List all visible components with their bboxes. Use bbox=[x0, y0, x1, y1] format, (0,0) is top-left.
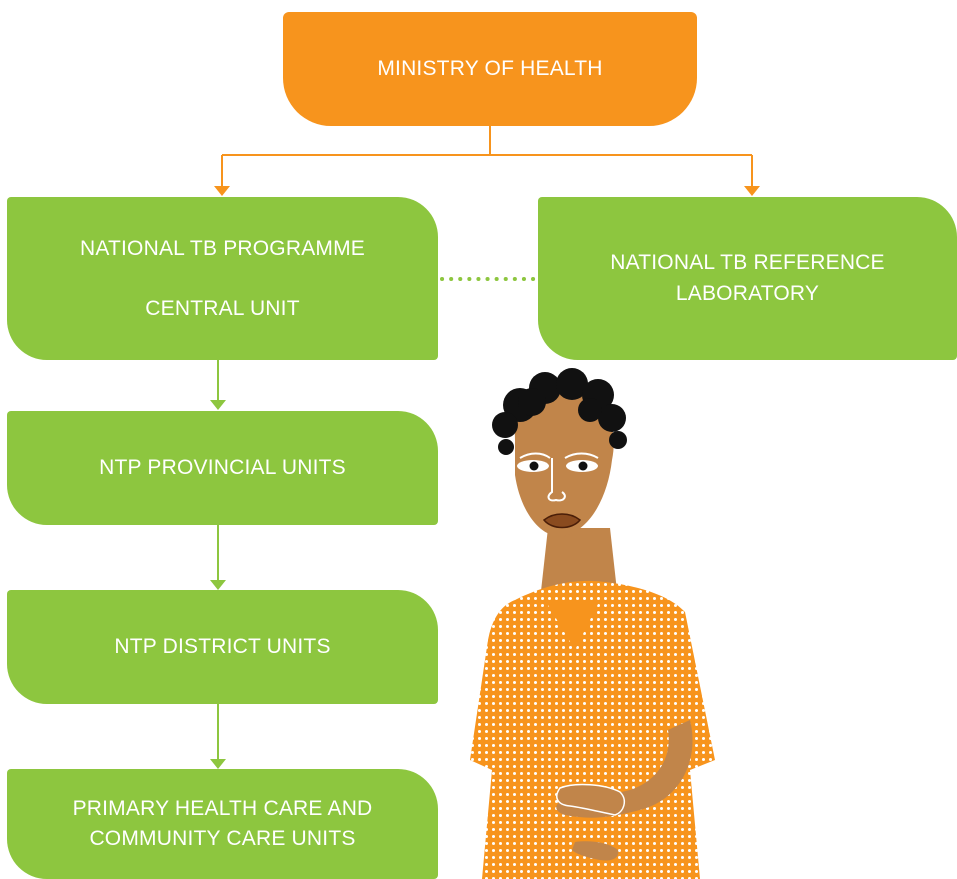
arrow-down-icon bbox=[210, 580, 226, 590]
box-label: NATIONAL TB REFERENCE bbox=[610, 251, 885, 275]
box-label: COMMUNITY CARE UNITS bbox=[89, 827, 356, 850]
arrow-down-icon bbox=[210, 400, 226, 410]
primary-care-units-box: PRIMARY HEALTH CARE AND COMMUNITY CARE U… bbox=[7, 769, 438, 879]
arrow-down-icon bbox=[744, 186, 760, 196]
face bbox=[514, 389, 614, 537]
box-label: NTP DISTRICT UNITS bbox=[114, 634, 331, 658]
mouth bbox=[542, 513, 582, 529]
health-worker-illustration bbox=[470, 368, 715, 879]
box-label: NTP PROVINCIAL UNITS bbox=[99, 455, 346, 479]
hand bbox=[556, 783, 626, 816]
reference-laboratory-box: NATIONAL TB REFERENCE LABORATORY bbox=[538, 197, 957, 360]
provincial-units-box: NTP PROVINCIAL UNITS bbox=[7, 411, 438, 525]
arrow-down-icon bbox=[214, 186, 230, 196]
arm bbox=[556, 720, 693, 818]
district-units-box: NTP DISTRICT UNITS bbox=[7, 590, 438, 704]
collar bbox=[545, 600, 600, 650]
ministry-of-health-box: MINISTRY OF HEALTH bbox=[283, 12, 697, 126]
box-label: MINISTRY OF HEALTH bbox=[377, 56, 603, 80]
box-label: CENTRAL UNIT bbox=[145, 296, 300, 320]
box-label: PRIMARY HEALTH CARE AND bbox=[72, 796, 373, 820]
hair bbox=[492, 368, 627, 455]
box-label: LABORATORY bbox=[675, 281, 820, 305]
box-label: NATIONAL TB PROGRAMME bbox=[79, 236, 365, 260]
ministry-connector bbox=[221, 126, 753, 186]
national-tb-programme-box: NATIONAL TB PROGRAMME CENTRAL UNIT bbox=[7, 197, 438, 360]
arrow-down-icon bbox=[210, 759, 226, 769]
